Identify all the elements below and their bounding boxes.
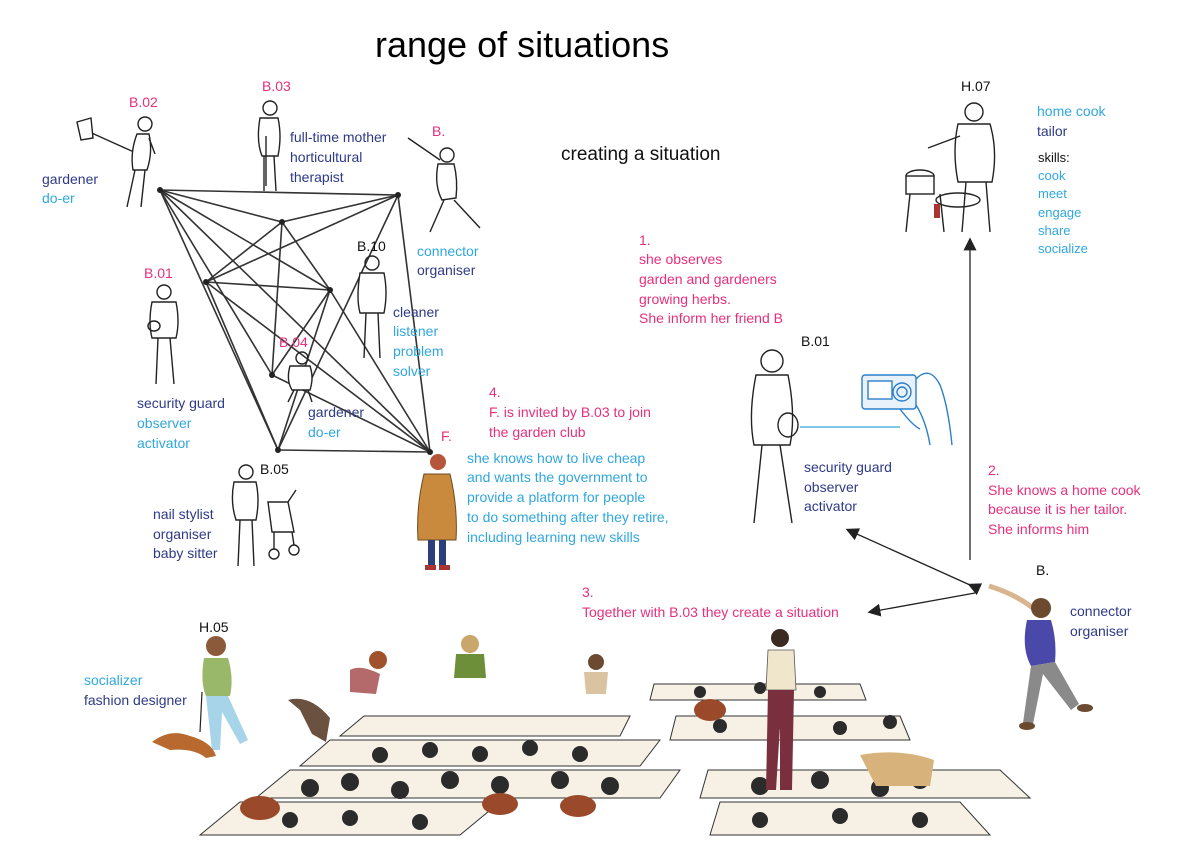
step-1-line-1: she observes xyxy=(639,251,723,267)
step-3-number: 3. xyxy=(582,584,594,600)
b01-guard-figure xyxy=(147,284,179,385)
b03-role-3: therapist xyxy=(290,169,344,185)
b-right-role-1: connector xyxy=(1070,603,1132,619)
b05-role-1: nail stylist xyxy=(153,506,214,522)
step-2-line-1: She knows a home cook xyxy=(988,482,1141,498)
diagram-subtitle: creating a situation xyxy=(561,144,721,165)
b10-cleaner-figure xyxy=(357,255,387,359)
step-4-line-2: the garden club xyxy=(489,424,586,440)
f-desc-3: provide a platform for people xyxy=(467,489,646,505)
step-4-line-1: F. is invited by B.03 to join xyxy=(489,404,651,420)
camera-icon xyxy=(800,372,953,446)
h07-skill-4: share xyxy=(1038,223,1071,238)
b02-id: B.02 xyxy=(129,94,158,110)
h07-role-1: home cook xyxy=(1037,103,1106,119)
b01-right-id: B.01 xyxy=(801,333,830,349)
f-id: F. xyxy=(441,428,452,444)
b05-stylist-figure xyxy=(231,464,300,567)
arrow-to-situation xyxy=(867,592,976,617)
b03-role-1: full-time mother xyxy=(290,129,387,145)
h07-skill-1: cook xyxy=(1038,168,1066,183)
b01-right-role-2: observer xyxy=(804,479,859,495)
h07-skill-3: engage xyxy=(1038,205,1082,220)
h05-socializer-figure xyxy=(152,636,248,758)
h07-skill-2: meet xyxy=(1038,186,1067,201)
b04-gardener-figure xyxy=(287,351,313,403)
b10-role-1: cleaner xyxy=(393,304,439,320)
step-1-line-2: garden and gardeners xyxy=(639,271,777,287)
b04-role-2: do-er xyxy=(308,424,341,440)
b01-right-guard-figure xyxy=(750,349,799,524)
b10-id: B.10 xyxy=(357,238,386,254)
step-4-number: 4. xyxy=(489,384,501,400)
step-1-number: 1. xyxy=(639,232,651,248)
step-2-line-3: She informs him xyxy=(988,521,1090,537)
page-title: range of situations xyxy=(375,24,670,65)
h07-cook-figure xyxy=(900,96,1012,234)
step-3-line-1: Together with B.03 they create a situati… xyxy=(582,604,839,620)
b01-right-role-1: security guard xyxy=(804,459,892,475)
b02-gardener-figure xyxy=(76,116,156,208)
step-1-line-4: She inform her friend B xyxy=(639,310,783,326)
h07-skill-5: socialize xyxy=(1038,241,1088,256)
b04-id: B.04 xyxy=(279,334,308,350)
b05-role-3: baby sitter xyxy=(153,545,218,561)
h07-skills-label: skills: xyxy=(1038,150,1070,165)
b02-role-1: gardener xyxy=(42,171,99,187)
b-right-role-2: organiser xyxy=(1070,623,1129,639)
h07-role-2: tailor xyxy=(1037,123,1068,139)
b01-right-role-3: activator xyxy=(804,498,857,514)
arrow-b-b01 xyxy=(845,528,983,596)
b05-id: B.05 xyxy=(260,461,289,477)
b-right-connector-figure xyxy=(988,583,1093,730)
b03-id: B.03 xyxy=(262,78,291,94)
h05-role-2: fashion designer xyxy=(84,692,187,708)
b01-role-2: observer xyxy=(137,415,192,431)
b-right-id: B. xyxy=(1036,562,1050,578)
f-desc-1: she knows how to live cheap xyxy=(467,450,646,466)
f-woman-figure xyxy=(417,454,457,570)
b-role-2: organiser xyxy=(417,262,476,278)
step-2-line-2: because it is her tailor. xyxy=(988,501,1128,517)
b05-role-2: organiser xyxy=(153,526,212,542)
step-2-number: 2. xyxy=(988,462,1000,478)
h05-id: H.05 xyxy=(199,619,229,635)
step-1-line-3: growing herbs. xyxy=(639,291,731,307)
b01-id: B.01 xyxy=(144,265,173,281)
f-desc-4: to do something after they retire, xyxy=(467,509,669,525)
b04-role-1: gardener xyxy=(308,404,365,420)
f-desc-2: and wants the government to xyxy=(467,469,648,485)
b-connector-figure xyxy=(407,137,481,233)
b10-role-4: solver xyxy=(393,363,431,379)
b02-role-2: do-er xyxy=(42,190,75,206)
b01-role-1: security guard xyxy=(137,395,225,411)
b03-role-2: horticultural xyxy=(290,149,363,165)
b10-role-3: problem xyxy=(393,343,444,359)
b01-role-3: activator xyxy=(137,435,190,451)
f-desc-5: including learning new skills xyxy=(467,529,640,545)
h05-role-1: socializer xyxy=(84,672,143,688)
h07-id: H.07 xyxy=(961,78,991,94)
garden-scene xyxy=(198,629,1032,836)
b-id: B. xyxy=(432,123,446,139)
b10-role-2: listener xyxy=(393,323,439,339)
b-role-1: connector xyxy=(417,243,479,259)
b03-mother-figure xyxy=(257,100,281,192)
